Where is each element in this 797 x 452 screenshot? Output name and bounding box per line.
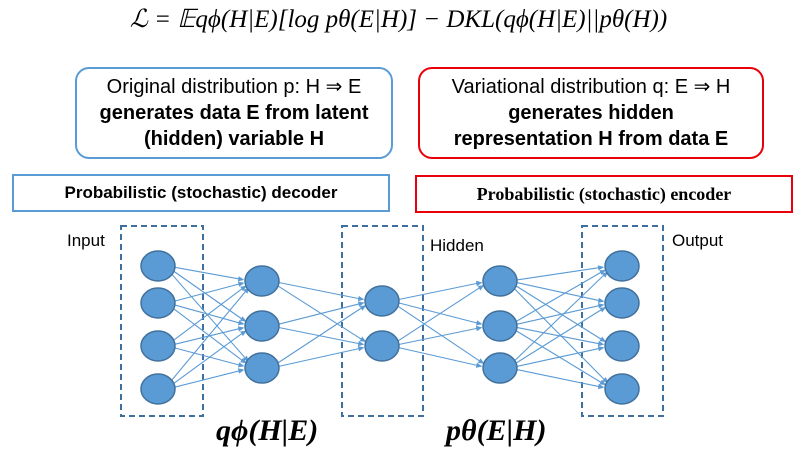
network-edge	[514, 269, 606, 323]
network-edge	[514, 306, 606, 365]
variational-box-line2: generates hidden	[508, 102, 674, 124]
original-distribution-box: Original distribution p: H ⇒ E generates…	[75, 67, 393, 159]
original-box-line3: (hidden) variable H	[143, 128, 325, 150]
edge-arrowhead	[238, 281, 245, 287]
edge-arrowhead	[359, 336, 367, 342]
network-edge	[278, 281, 364, 301]
edge-arrowhead	[237, 276, 245, 282]
network-edge	[512, 271, 608, 363]
network-edge	[174, 282, 244, 302]
output-node	[604, 250, 640, 282]
variational-box-line1: Variational distribution q: E ⇒ H	[451, 76, 731, 98]
edge-arrowhead	[599, 336, 607, 342]
original-box-line1: Original distribution p: H ⇒ E	[106, 76, 362, 98]
network-edge	[516, 347, 604, 367]
network-edge	[278, 347, 364, 367]
edge-arrowhead	[477, 285, 485, 291]
original-box-line2: generates data E from latent	[99, 102, 369, 124]
edge-arrowhead	[237, 368, 245, 374]
decoder-hidden-node	[482, 310, 518, 342]
network-edge	[174, 369, 244, 388]
encoder-hidden-node	[244, 265, 280, 297]
decoder-hidden-node	[482, 352, 518, 384]
edge-arrowhead	[357, 295, 365, 302]
network-edge	[276, 304, 366, 365]
edge-arrowhead	[597, 340, 605, 347]
edge-arrowhead	[239, 316, 247, 322]
edge-arrowhead	[475, 280, 483, 287]
edge-arrowhead	[599, 270, 606, 275]
hidden-layer-box	[341, 225, 424, 417]
network-edge	[169, 287, 250, 383]
edge-arrowhead	[240, 357, 247, 364]
network-edge	[516, 282, 604, 302]
encoder-label: Probabilistic (stochastic) encoder	[415, 175, 793, 213]
latent-node	[364, 330, 400, 362]
network-edge	[398, 281, 482, 301]
network-edge	[278, 326, 364, 346]
edge-arrowhead	[475, 362, 483, 368]
edge-arrowhead	[238, 320, 245, 326]
output-node	[604, 287, 640, 319]
network-edge	[172, 285, 247, 342]
network-edge	[398, 347, 482, 367]
edge-arrowhead	[237, 326, 245, 332]
edge-arrowhead	[238, 362, 245, 368]
network-edge	[516, 266, 604, 281]
edge-arrowhead	[476, 320, 483, 326]
encoder-hidden-node	[244, 310, 280, 342]
network-edge	[514, 284, 606, 343]
network-edge	[169, 271, 249, 363]
edge-arrowhead	[597, 383, 605, 390]
network-edge	[174, 266, 244, 281]
network-edge	[398, 326, 482, 346]
network-edge	[278, 302, 364, 325]
output-node	[604, 373, 640, 405]
encoder-hidden-node	[244, 352, 280, 384]
edge-arrowhead	[359, 305, 367, 311]
edge-arrowhead	[357, 346, 365, 352]
hidden-label: Hidden	[430, 236, 484, 255]
network-edge	[516, 368, 604, 389]
decoder-label: Probabilistic (stochastic) decoder	[12, 174, 390, 212]
edge-arrowhead	[475, 325, 483, 332]
latent-node	[364, 285, 400, 317]
edge-arrowhead	[599, 307, 607, 313]
variational-distribution-box: Variational distribution q: E ⇒ H genera…	[418, 67, 764, 159]
edge-arrowhead	[597, 303, 605, 309]
output-node	[604, 330, 640, 362]
edge-arrowhead	[597, 346, 605, 352]
elbo-formula: ℒ = 𝔼qϕ(H|E)[log pθ(E|H)] − DKL(qϕ(H|E)|…	[129, 6, 668, 33]
input-node	[140, 250, 176, 282]
variational-box-line3: representation H from data E	[453, 128, 729, 150]
network-edge	[174, 304, 244, 325]
edge-arrowhead	[597, 297, 605, 303]
input-node	[140, 373, 176, 405]
input-node	[140, 287, 176, 319]
output-layer-box	[581, 225, 664, 417]
input-node	[140, 330, 176, 362]
encoder-equation: qϕ(H|E)	[216, 414, 319, 447]
input-layer-box	[120, 225, 204, 417]
edge-arrowhead	[357, 340, 365, 347]
network-edge	[396, 284, 484, 343]
decoder-hidden-node	[482, 265, 518, 297]
network-edge	[172, 330, 247, 385]
edge-arrowhead	[597, 265, 605, 271]
output-label: Output	[672, 231, 724, 250]
edge-arrowhead	[358, 301, 365, 307]
network-edge	[172, 270, 246, 322]
edge-arrowhead	[240, 285, 247, 292]
network-edge	[396, 304, 484, 365]
edge-arrowhead	[477, 358, 485, 364]
edge-arrowhead	[599, 379, 606, 385]
decoder-equation: pθ(E|H)	[446, 414, 547, 447]
edge-arrowhead	[240, 330, 247, 337]
network-edge	[516, 304, 604, 325]
input-label: Input	[67, 231, 105, 250]
